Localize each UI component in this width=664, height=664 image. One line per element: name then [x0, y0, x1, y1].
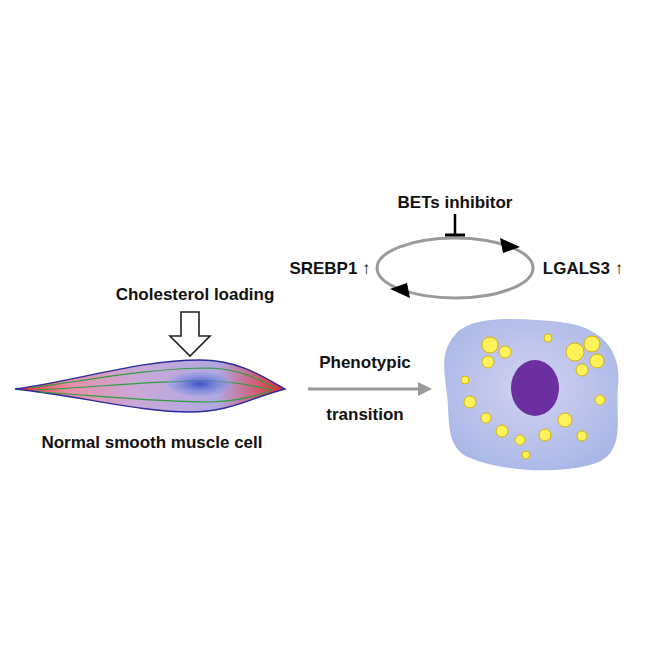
- cell-label: Normal smooth muscle cell: [41, 432, 262, 453]
- arrowhead: [418, 382, 432, 396]
- inhibition-line: [454, 214, 457, 234]
- inhibitor-label: BETs inhibitor: [398, 192, 513, 213]
- cycle-loop: [377, 238, 533, 298]
- fiber: [40, 391, 270, 402]
- gene-label: SREBP1 ↑: [289, 258, 370, 279]
- smooth-muscle-cell: [15, 360, 285, 412]
- foam-cell: [444, 319, 618, 470]
- hollow-arrow: [170, 312, 210, 356]
- fiber: [35, 381, 272, 390]
- nucleus: [511, 360, 559, 416]
- fiber: [30, 368, 275, 388]
- transition-arrow: [308, 388, 420, 391]
- treatment-label: Cholesterol loading: [116, 284, 275, 305]
- process-label: Phenotypic transition: [319, 337, 411, 441]
- inhibition-bar: [445, 234, 465, 237]
- nucleus: [168, 372, 232, 396]
- arrowhead: [500, 238, 520, 253]
- lipid-droplets: [461, 334, 605, 459]
- gene-label: LGALS3 ↑: [543, 258, 623, 279]
- arrowhead: [390, 283, 410, 298]
